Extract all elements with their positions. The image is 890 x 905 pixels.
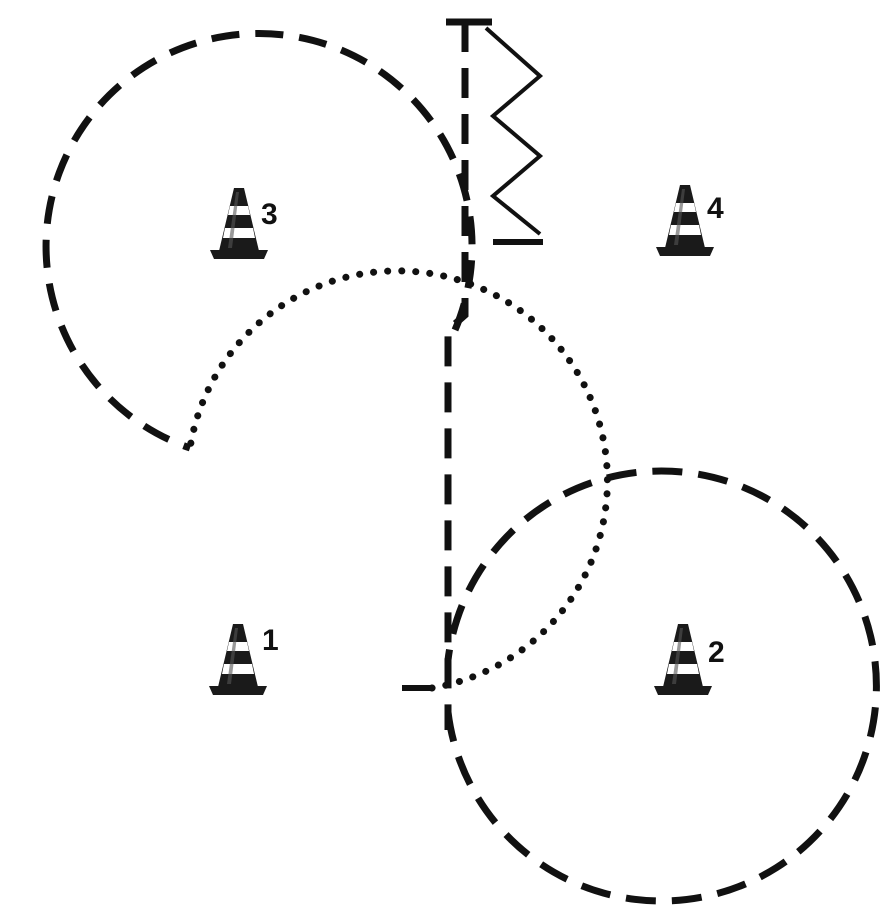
cone-label-3: 3 <box>261 198 278 231</box>
cone-label-2: 2 <box>708 636 725 669</box>
cone-4: 4 <box>656 185 724 256</box>
dashed-circle-around-cone-3 <box>46 34 472 448</box>
cone-2: 2 <box>654 624 725 695</box>
cone-1: 1 <box>209 624 279 695</box>
traffic-cone-icon <box>654 624 712 695</box>
cone-label-4: 4 <box>707 192 724 225</box>
cone-3: 3 <box>210 188 278 259</box>
course-paths <box>46 22 876 901</box>
cone-label-1: 1 <box>262 624 279 657</box>
traffic-cone-icon <box>210 188 268 259</box>
zigzag-line <box>486 28 540 234</box>
traffic-cone-icon <box>209 624 267 695</box>
dotted-circle-around-cone-1 <box>190 271 607 688</box>
traffic-cone-icon <box>656 185 714 256</box>
